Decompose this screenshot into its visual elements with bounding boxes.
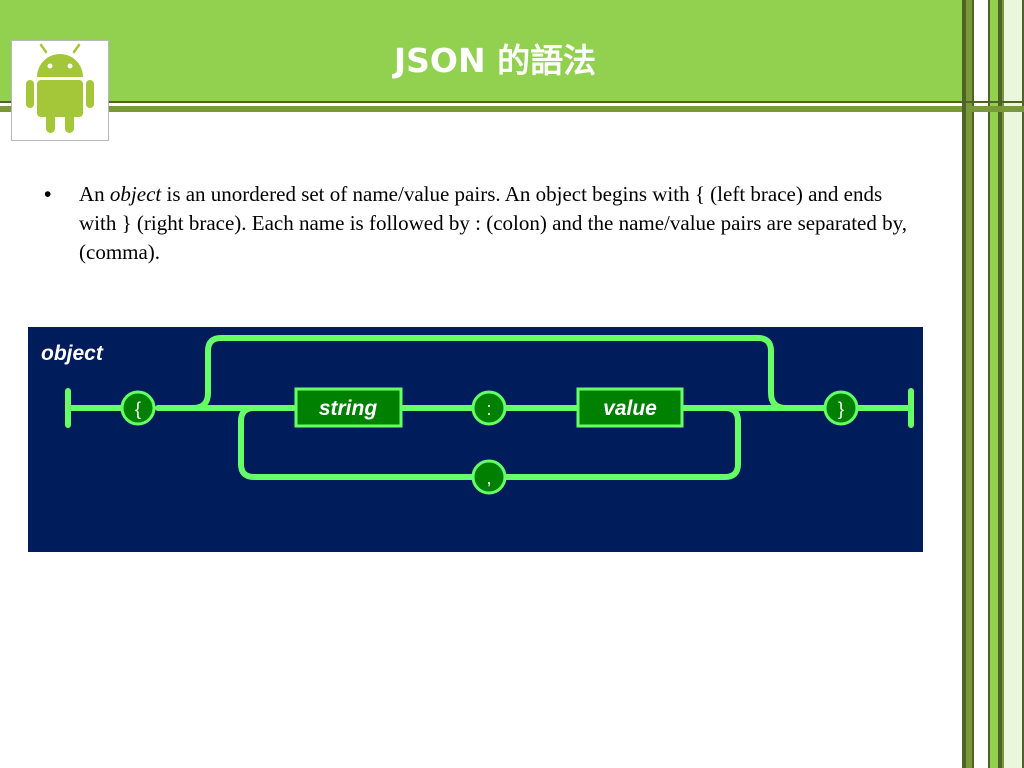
decor-stripe [972,0,990,768]
empty-bypass-track [190,335,789,411]
comma-node: , [471,459,507,495]
title-bar [0,0,966,103]
decor-band [966,106,1024,112]
value-label: value [603,397,657,420]
bullet-list: • An object is an unordered set of name/v… [44,180,924,267]
bullet-text: is an unordered set of name/value pairs.… [79,182,907,264]
string-label: string [319,397,378,420]
decor-stripe [1022,0,1024,768]
bullet-item: • An object is an unordered set of name/v… [44,180,924,267]
title-divider-band [0,106,966,112]
comma-label: , [486,468,491,488]
title-divider [0,101,966,103]
close-brace-label: } [838,399,844,419]
decor-stripe [966,0,972,768]
value-node: value [576,387,684,428]
diagram-label: object [41,342,103,365]
diagram-nodes: { string : value } [120,387,859,495]
comma-loop-track-right [503,405,741,480]
comma-loop-track [238,405,476,480]
string-node: string [294,387,403,428]
open-brace-label: { [135,399,141,419]
object-syntax-diagram: object { string : value [28,327,923,552]
bullet-marker: • [44,183,52,206]
close-brace-node: } [823,390,859,426]
decor-stripe [998,0,1002,768]
open-brace-node: { [120,390,156,426]
bullet-emphasis: object [109,182,162,206]
decor-stripe [1002,0,1022,768]
colon-label: : [486,399,491,419]
android-robot-icon [26,43,94,133]
bullet-prefix: An [79,182,110,206]
decor-stripe [990,0,998,768]
diagram-tracks [65,335,914,480]
decor-stripe [962,0,966,768]
colon-node: : [471,390,507,426]
logo-box [11,40,109,141]
decor-band [966,101,1024,103]
slide-title: JSON 的語法 [393,41,597,80]
